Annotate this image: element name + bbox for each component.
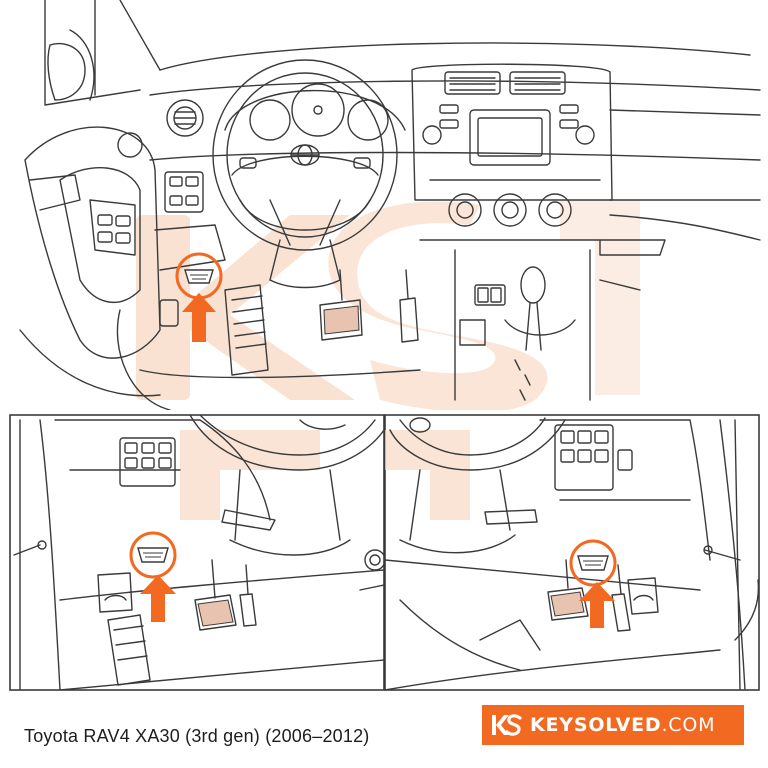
brand-domain: .COM: [661, 714, 716, 736]
ks-monogram-icon: [482, 705, 530, 745]
ks-watermark: [180, 430, 320, 520]
up-arrow-icon: [140, 575, 176, 622]
obd-port-icon: [569, 539, 617, 587]
up-arrow-icon: [579, 582, 615, 628]
keysolved-logo-banner: KEYSOLVED.COM: [482, 705, 744, 745]
up-arrow-icon: [182, 293, 216, 342]
lower-right-closeup: [384, 414, 760, 691]
lower-left-closeup: [9, 414, 385, 691]
main-dashboard-view: [19, 0, 761, 410]
obd-port-icon: [129, 531, 177, 579]
vehicle-caption: Toyota RAV4 XA30 (3rd gen) (2006–2012): [24, 726, 370, 746]
brand-name: KEYSOLVED: [530, 714, 662, 736]
ks-watermark: [136, 200, 640, 410]
